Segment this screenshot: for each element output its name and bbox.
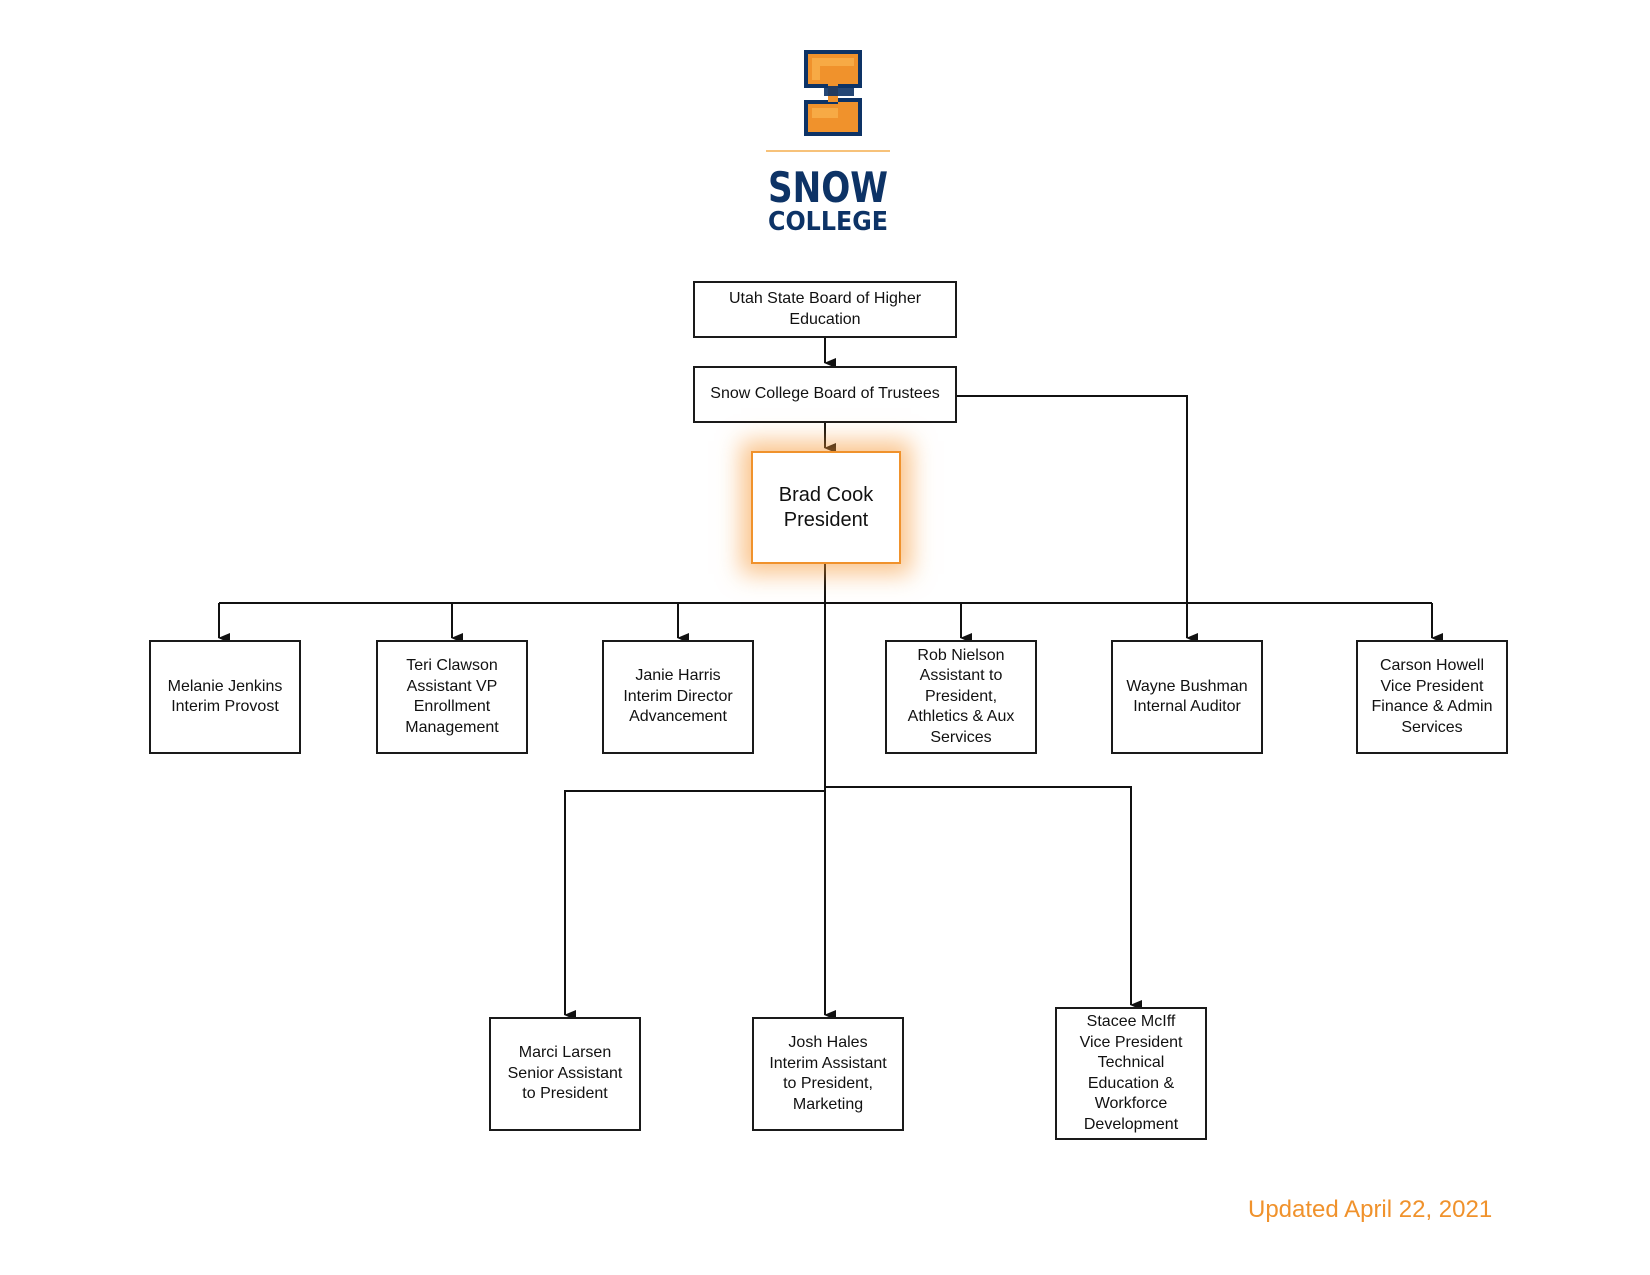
snow-college-logo: SNOW COLLEGE [760,46,895,246]
node-marci-larsen[interactable]: Marci Larsen Senior Assistant to Preside… [489,1017,641,1131]
node-text-line: Assistant VP [406,677,498,695]
node-rob-nielson[interactable]: Rob Nielson Assistant to President, Athl… [885,640,1037,754]
node-president[interactable]: Brad Cook President [751,451,901,564]
node-text-line: Enrollment [413,698,491,715]
node-text-line: Vice President [1380,677,1484,695]
node-wayne-bushman[interactable]: Wayne Bushman Internal Auditor [1111,640,1263,754]
node-text-line: Athletics & Aux [907,708,1015,726]
node-melanie-jenkins[interactable]: Melanie Jenkins Interim Provost [149,640,301,754]
node-stacee-mciff[interactable]: Stacee McIff Vice President Technical Ed… [1055,1007,1207,1140]
node-text-line: Marketing [792,1095,864,1113]
node-text-line: Interim Assistant [769,1054,887,1072]
node-carson-howell[interactable]: Carson Howell Vice President Finance & A… [1356,640,1508,754]
logo-word-college: COLLEGE [768,207,888,237]
snow-college-s-shield-icon: SNOW COLLEGE [766,50,890,237]
node-text-line: Development [1083,1115,1179,1133]
logo-word-snow: SNOW [768,163,888,212]
node-text-line: to President [522,1085,608,1103]
node-text-line: Education [789,310,861,328]
node-utah-state-board[interactable]: Utah State Board of Higher Education [693,281,957,338]
node-text-line: Workforce [1094,1095,1168,1112]
node-text-line: Senior Assistant [507,1064,623,1082]
node-board-of-trustees[interactable]: Snow College Board of Trustees [693,366,957,423]
node-text-line: Assistant to [919,667,1003,685]
node-text-line: Advancement [629,708,727,726]
node-text-line: Finance & Admin [1371,698,1493,715]
node-text-line: Carson Howell [1379,657,1485,674]
node-text-line: Wayne Bushman [1126,677,1248,695]
node-text-line: Marci Larsen [518,1044,612,1062]
president-title: President [783,508,869,531]
connector-trustees-auditor [957,395,1198,643]
node-text-line: Services [1401,718,1463,736]
node-text-line: Josh Hales [788,1034,868,1051]
connector-to-stacee [825,786,1142,1010]
node-janie-harris[interactable]: Janie Harris Interim Director Advancemen… [602,640,754,754]
node-text-line: Teri Clawson [406,657,498,674]
node-text-line: Vice President [1079,1033,1183,1051]
node-text-line: Janie Harris [635,667,721,685]
node-text-line: Interim Provost [171,698,279,715]
connector-to-marci [564,790,825,1020]
updated-date: Updated April 22, 2021 [1248,1196,1493,1223]
node-text-line: Interim Director [623,687,733,705]
node-text-line: Management [405,718,499,736]
node-text-line: President, [924,687,998,705]
node-text-line: to President, [783,1075,873,1092]
president-name: Brad Cook [778,483,874,506]
node-text-line: Rob Nielson [917,646,1005,664]
node-text-line: Snow College Board of Trustees [710,385,940,403]
node-text-line: Internal Auditor [1133,698,1241,715]
node-text-line: Education & [1087,1074,1175,1092]
node-text-line: Stacee McIff [1086,1013,1176,1030]
node-text-line: Utah State Board of Higher [728,290,922,307]
node-josh-hales[interactable]: Josh Hales Interim Assistant to Presiden… [752,1017,904,1131]
node-text-line: Melanie Jenkins [167,677,283,695]
node-teri-clawson[interactable]: Teri Clawson Assistant VP Enrollment Man… [376,640,528,754]
node-text-line: Services [930,728,992,746]
node-text-line: Technical [1097,1054,1165,1071]
